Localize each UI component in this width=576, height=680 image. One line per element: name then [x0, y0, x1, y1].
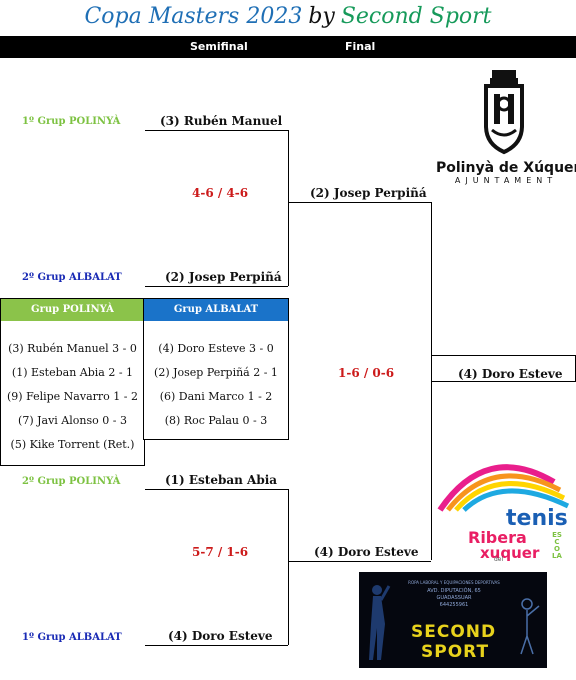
group-row: (4) Doro Esteve 3 - 0 — [158, 342, 274, 355]
group-row: (5) Kike Torrent (Ret.) — [10, 438, 135, 451]
group-row: (9) Felipe Navarro 1 - 2 — [6, 390, 138, 403]
sf-bottom-label2: 1º Grup ALBALAT — [22, 632, 122, 643]
sf-top-player1: (3) Rubén Manuel — [160, 114, 283, 128]
group-table-albalat: Grup ALBALAT (4) Doro Esteve 3 - 0 (2) J… — [143, 298, 289, 440]
final-player-bottom: (4) Doro Esteve — [314, 545, 419, 559]
group-header-albalat: Grup ALBALAT — [144, 299, 288, 321]
line-final-top — [288, 202, 431, 203]
tenis-escola: ESCOLA — [552, 531, 562, 560]
ss-small3: GUADASSUAR — [436, 595, 472, 601]
title-second-sport: Second Sport — [340, 4, 492, 29]
group-row: (2) Josep Perpiñá 2 - 1 — [154, 366, 278, 379]
sf-bottom-player2: (4) Doro Esteve — [168, 629, 273, 643]
second-sport-logo: ROPA LABORAL Y EQUIPACIONES DEPORTIVAS A… — [359, 572, 547, 668]
group-row: (7) Javi Alonso 0 - 3 — [18, 414, 127, 427]
line-winner-bottom — [431, 381, 576, 382]
sf-top-label2: 2º Grup ALBALAT — [22, 272, 122, 283]
line-winner-left — [431, 355, 432, 381]
polinya-crest-icon — [484, 70, 524, 155]
tenis-line1: Ribera — [468, 528, 527, 547]
sf-top-player2: (2) Josep Perpiñá — [165, 270, 282, 284]
ss-small1: ROPA LABORAL Y EQUIPACIONES DEPORTIVAS — [408, 580, 500, 585]
tenis-arc-icon — [437, 464, 570, 512]
ss-small2: AVD. DIPUTACIÓN, 65 — [427, 588, 481, 594]
group-row: (8) Roc Palau 0 - 3 — [164, 414, 268, 427]
group-table-polinya: Grup POLINYÀ (3) Rubén Manuel 3 - 0 (1) … — [0, 298, 145, 466]
line-sf-top-p1 — [145, 130, 288, 131]
group-row: (6) Dani Marco 1 - 2 — [159, 390, 273, 403]
line-sf-bottom-p1 — [145, 489, 288, 490]
sf-top-score: 4-6 / 4-6 — [192, 186, 249, 200]
final-score: 1-6 / 0-6 — [338, 366, 395, 380]
ss-line1: SECOND — [411, 622, 497, 642]
title-copa: Copa Masters 2023 — [84, 4, 303, 29]
line-sf-bottom-p2 — [145, 645, 288, 646]
tenis-line2: xuquer — [480, 544, 540, 562]
sf-bottom-label1: 2º Grup POLINYÀ — [22, 476, 121, 487]
line-winner-top — [431, 355, 576, 356]
sf-bottom-score: 5-7 / 1-6 — [192, 545, 249, 559]
polinya-logo: Polinyà de Xúquer AJUNTAMENT — [436, 68, 576, 188]
player-silhouette-icon — [369, 585, 391, 660]
polinya-name: Polinyà de Xúquer — [436, 160, 576, 176]
ss-line2: SPORT — [421, 642, 490, 662]
polinya-sub: AJUNTAMENT — [454, 176, 558, 185]
winner-player: (4) Doro Esteve — [458, 367, 563, 381]
title-by: by — [308, 4, 335, 29]
header-semifinal: Semifinal — [190, 40, 248, 53]
tenis-del: del — [494, 556, 504, 563]
line-final-bottom — [288, 561, 431, 562]
tenis-word: tenis — [506, 506, 568, 531]
group-row: (3) Rubén Manuel 3 - 0 — [8, 342, 137, 355]
tenis-ribera-logo: tenis Ribera xuquer del ESCOLA — [436, 452, 576, 564]
line-sf-top-p2 — [145, 286, 288, 287]
sf-bottom-player1: (1) Esteban Abia — [165, 473, 278, 487]
line-sf-top-v — [288, 130, 289, 286]
group-row: (1) Esteban Abia 2 - 1 — [11, 366, 134, 379]
racket-player-icon — [520, 598, 540, 655]
header-final: Final — [345, 40, 376, 53]
header-bar — [0, 36, 576, 58]
sf-top-label1: 1º Grup POLINYÀ — [22, 116, 121, 127]
ss-small4: 644255961 — [439, 602, 469, 608]
line-sf-bottom-v — [288, 489, 289, 645]
group-header-polinya: Grup POLINYÀ — [1, 299, 144, 321]
final-player-top: (2) Josep Perpiñá — [310, 186, 427, 200]
